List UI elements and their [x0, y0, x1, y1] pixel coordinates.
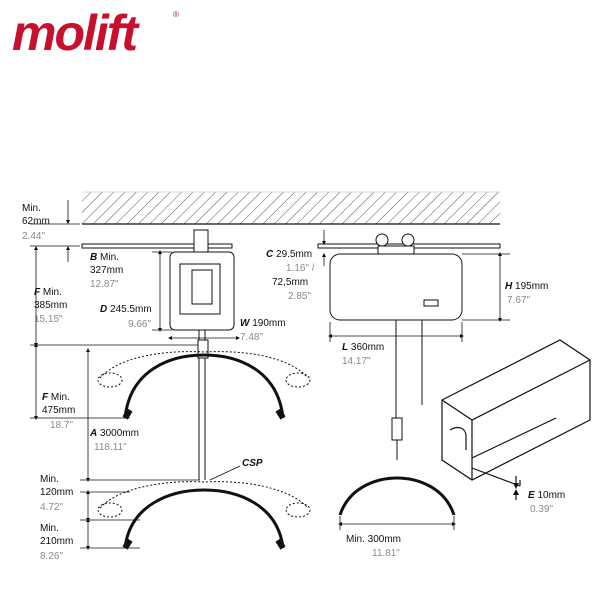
top-min-imp: 2.44" [22, 231, 45, 242]
f2-min-label: F Min. [42, 392, 70, 403]
top-min-l2: 62mm [22, 216, 50, 227]
molift-logo: molift [12, 5, 138, 61]
registered-mark: ® [173, 10, 179, 19]
e-label: E 10mm [528, 490, 565, 501]
min300-imp: 11.81" [372, 548, 400, 559]
h-label: H 195mm [505, 281, 548, 292]
f-min-value: 385mm [34, 300, 67, 311]
w-label: W 190mm [240, 318, 286, 329]
c-imp: 1.16" / [286, 263, 315, 274]
ceiling-hatch [82, 192, 500, 224]
dimension-lines-right [322, 230, 510, 530]
min210-imp: 8.26" [40, 551, 63, 562]
a-label: A 3000mm [89, 428, 139, 439]
spreader-bar-lower-dotted [97, 481, 311, 518]
csp-pointer [209, 465, 241, 481]
c2-value: 72,5mm [272, 277, 308, 288]
b-min-value: 327mm [90, 265, 123, 276]
c2-imp: 2.85" [288, 291, 311, 302]
lift-unit-side [329, 233, 463, 460]
l-imp: 14.17" [342, 356, 371, 367]
min120-l1: Min. [40, 474, 59, 485]
d-imp: 9.66" [128, 319, 151, 330]
b-min-imp: 12.87" [90, 279, 119, 290]
f-min-imp: 15.15" [34, 314, 63, 325]
f-min-label: F Min. [34, 287, 62, 298]
rail-profile [441, 339, 591, 500]
lift-unit-front [169, 229, 235, 480]
c-label: C 29.5mm [266, 249, 312, 260]
f2-min-value: 475mm [42, 405, 75, 416]
h-imp: 7.67" [507, 295, 530, 306]
min210-l1: Min. [40, 523, 59, 534]
d-label: D 245.5mm [100, 304, 152, 315]
spreader-bar-upper [122, 353, 286, 420]
csp-label: CSP [242, 458, 263, 469]
top-min-l1: Min. [22, 203, 41, 214]
e-imp: 0.39" [530, 504, 553, 515]
l-label: L 360mm [342, 342, 384, 353]
min300-label: Min. 300mm [346, 534, 401, 545]
b-min-label: B Min. [90, 252, 119, 263]
dimension-lines-left [30, 200, 240, 550]
spreader-bar-upper-dotted [97, 351, 311, 388]
f2-min-imp: 18.7" [50, 420, 73, 431]
min120-imp: 4.72" [40, 502, 63, 513]
spreader-bar-lower [122, 488, 286, 550]
w-imp: 7.48" [240, 332, 263, 343]
rail-left [81, 243, 233, 249]
spreader-bar-side [338, 476, 456, 516]
min210-l2: 210mm [40, 536, 73, 547]
a-imp: 118.11" [94, 442, 127, 453]
min120-l2: 120mm [40, 487, 73, 498]
